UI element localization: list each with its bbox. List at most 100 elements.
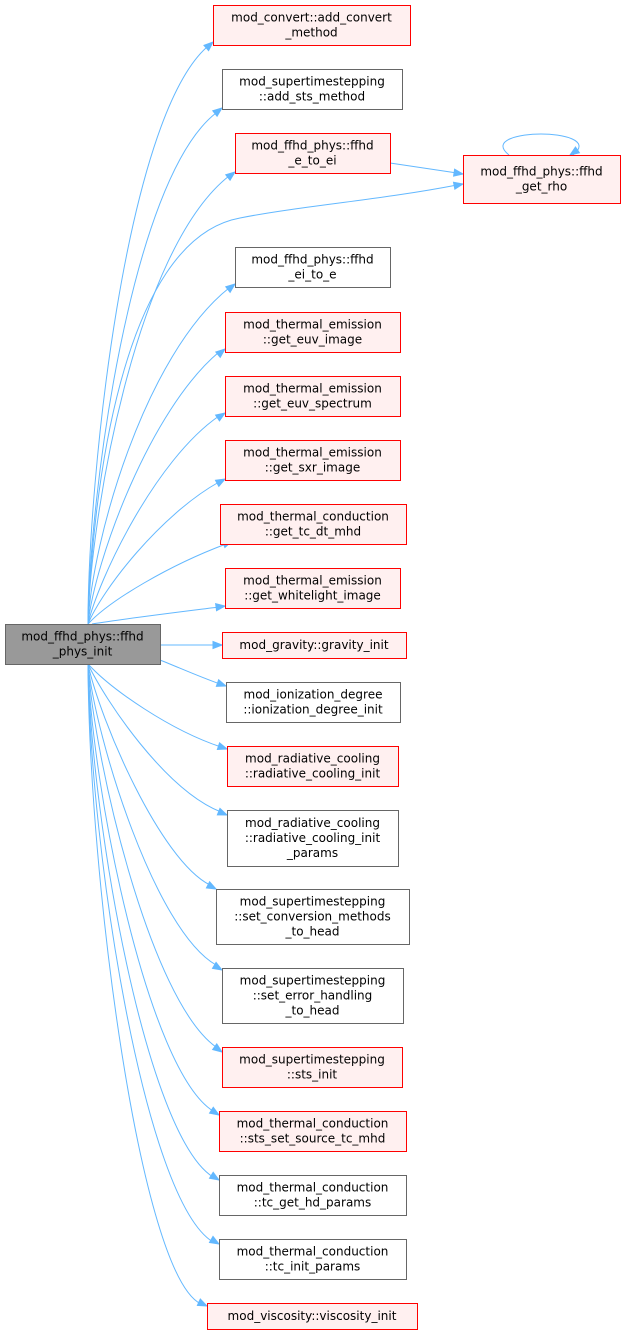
node-label-line: mod_thermal_conduction: [237, 1181, 389, 1195]
edge-root-to-get_rho: [87, 181, 465, 625]
node-box: [5, 624, 161, 665]
edge-arrowhead: [211, 961, 224, 971]
edge-arrowhead: [452, 181, 465, 190]
node-label-line: mod_ffhd_phys::ffhd: [480, 165, 602, 179]
edge-arrowhead: [196, 1298, 209, 1307]
node-label-line: _params: [286, 846, 338, 860]
edge-arrowhead: [203, 41, 215, 52]
node-label-line: ::tc_init_params: [265, 1260, 361, 1274]
node-label-line: mod_thermal_emission: [243, 382, 382, 396]
node-root-ffhd-phys-init[interactable]: mod_ffhd_phys::ffhd_phys_init: [5, 624, 161, 665]
node-box: [226, 682, 401, 723]
edge-arrowhead: [214, 412, 227, 422]
edge-line: [87, 543, 227, 625]
node-label-line: ::get_euv_spectrum: [253, 397, 372, 411]
node-tc-init-params[interactable]: mod_thermal_conduction::tc_init_params: [219, 1239, 407, 1280]
edge-line: [87, 175, 230, 625]
edge-line: [87, 663, 222, 813]
node-label-line: _e_to_ei: [287, 154, 336, 168]
node-label-line: mod_supertimestepping: [239, 75, 385, 89]
node-viscosity[interactable]: mod_viscosity::viscosity_init: [207, 1303, 418, 1330]
node-e-to-ei[interactable]: mod_ffhd_phys::ffhd_e_to_ei: [235, 133, 391, 174]
edges-layer: [87, 41, 581, 1307]
edge-e_to_ei-to-get_rho: [389, 162, 465, 177]
node-label-line: ::get_sxr_image: [265, 461, 360, 475]
node-label-line: mod_ionization_degree: [244, 688, 383, 702]
node-box: [219, 1111, 407, 1152]
node-sxr-image[interactable]: mod_thermal_emission::get_sxr_image: [225, 440, 401, 481]
edge-arrowhead: [224, 283, 237, 294]
edge-root-to-tc_hd_params: [87, 663, 221, 1181]
node-error-handling[interactable]: mod_supertimestepping::set_error_handlin…: [222, 968, 404, 1024]
edge-arrowhead: [216, 741, 229, 751]
edge-root-to-euv_spectrum: [87, 412, 227, 625]
edge-line: [87, 46, 208, 625]
node-box: [227, 746, 399, 787]
edge-line: [87, 287, 230, 625]
edge-arrowhead: [208, 1171, 221, 1181]
edge-arrowhead: [208, 1106, 221, 1116]
edge-arrowhead: [214, 348, 227, 359]
node-box: [227, 810, 399, 867]
edge-arrowhead: [211, 107, 224, 118]
edge-root-to-sts_source: [87, 663, 221, 1116]
node-box: [222, 1047, 403, 1088]
edge-root-to-add_sts: [87, 107, 224, 625]
node-label-line: ::tc_get_hd_params: [254, 1196, 372, 1210]
node-label-line: mod_ffhd_phys::ffhd: [251, 253, 373, 267]
node-label-line: mod_thermal_conduction: [237, 1245, 389, 1259]
node-label-line: mod_thermal_emission: [243, 446, 382, 460]
node-box: [225, 312, 401, 353]
edge-line: [87, 663, 214, 1243]
node-ionization[interactable]: mod_ionization_degree::ionization_degree…: [226, 682, 401, 723]
edge-root-to-tc_init_params: [87, 663, 221, 1245]
node-euv-spectrum[interactable]: mod_thermal_emission::get_euv_spectrum: [225, 376, 401, 417]
edge-line: [502, 133, 580, 156]
node-get-rho[interactable]: mod_ffhd_phys::ffhd_get_rho: [463, 155, 621, 204]
node-conv-methods[interactable]: mod_supertimestepping::set_conversion_me…: [216, 889, 410, 945]
edge-arrowhead: [215, 678, 228, 687]
node-label-line: _get_rho: [515, 180, 567, 194]
nodes-layer: mod_ffhd_phys::ffhd_phys_init mod_convert…: [5, 5, 621, 1330]
node-label-line: _ei_to_e: [287, 268, 336, 282]
node-rc-params[interactable]: mod_radiative_cooling::radiative_cooling…: [227, 810, 399, 867]
node-sts-init[interactable]: mod_supertimestepping::sts_init: [222, 1047, 403, 1088]
edge-root-to-ionization: [159, 659, 228, 687]
edge-root-to-rc_params: [87, 663, 229, 816]
edge-line: [87, 663, 217, 1048]
node-label-line: mod_viscosity::viscosity_init: [228, 1309, 397, 1323]
edge-arrowhead: [211, 1043, 224, 1053]
node-label-line: ::sts_set_source_tc_mhd: [240, 1132, 386, 1146]
node-box: [213, 5, 411, 46]
node-gravity-init[interactable]: mod_gravity::gravity_init: [222, 632, 407, 659]
node-sts-source[interactable]: mod_thermal_conduction::sts_set_source_t…: [219, 1111, 407, 1152]
node-label-line: ::ionization_degree_init: [243, 703, 383, 717]
edge-root-to-sts_init: [87, 663, 224, 1053]
edge-arrowhead: [568, 146, 581, 156]
node-label-line: ::add_sts_method: [259, 90, 365, 104]
node-add-convert[interactable]: mod_convert::add_convert_method: [213, 5, 411, 46]
node-label-line: mod_thermal_emission: [243, 318, 382, 332]
node-tc-hd-params[interactable]: mod_thermal_conduction::tc_get_hd_params: [219, 1175, 407, 1216]
edge-root-to-error_handling: [87, 663, 224, 971]
edge-line: [87, 663, 211, 886]
node-box: [463, 155, 621, 204]
edge-arrowhead: [216, 807, 229, 816]
edge-root-to-whitelight: [91, 603, 227, 625]
node-add-sts[interactable]: mod_supertimestepping::add_sts_method: [222, 69, 403, 110]
node-label-line: _method: [284, 26, 337, 40]
node-euv-image[interactable]: mod_thermal_emission::get_euv_image: [225, 312, 401, 353]
node-tc-dt-mhd[interactable]: mod_thermal_conduction::get_tc_dt_mhd: [220, 504, 407, 545]
node-box: [216, 889, 410, 945]
node-label-line: mod_convert::add_convert: [231, 11, 392, 25]
node-box: [222, 69, 403, 110]
node-rc-init[interactable]: mod_radiative_cooling::radiative_cooling…: [227, 746, 399, 787]
node-box: [222, 632, 407, 659]
node-ei-to-e[interactable]: mod_ffhd_phys::ffhd_ei_to_e: [235, 247, 391, 288]
node-whitelight[interactable]: mod_thermal_emission::get_whitelight_ima…: [225, 568, 401, 609]
edge-line: [87, 663, 217, 966]
node-label-line: _to_head: [284, 1004, 339, 1018]
edge-arrowhead: [215, 603, 227, 612]
edge-root-to-rc_init: [87, 663, 229, 751]
